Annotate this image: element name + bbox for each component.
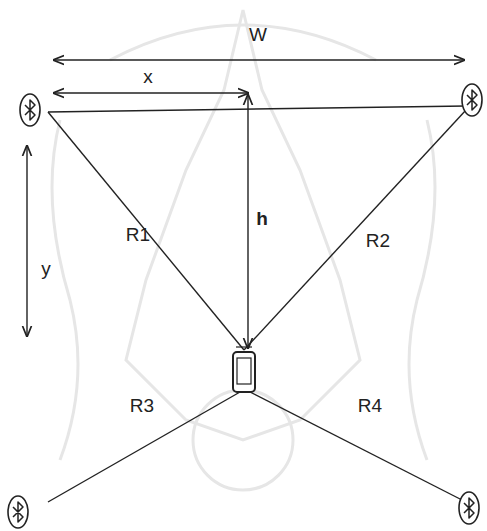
height-label: h: [254, 208, 270, 229]
offset-label: y: [39, 258, 53, 279]
watermark-emblem: [52, 10, 435, 490]
smartphone-icon: [233, 347, 255, 392]
range-label: R2: [364, 230, 392, 251]
range-label: R1: [124, 224, 152, 245]
width-label: W: [247, 24, 269, 45]
range-label: R3: [128, 395, 156, 416]
offset-label: x: [141, 66, 155, 87]
bluetooth-beacon: [8, 84, 482, 528]
dimension-arrows: [27, 60, 464, 348]
range-label: R4: [356, 395, 384, 416]
range-lines: [48, 106, 466, 502]
